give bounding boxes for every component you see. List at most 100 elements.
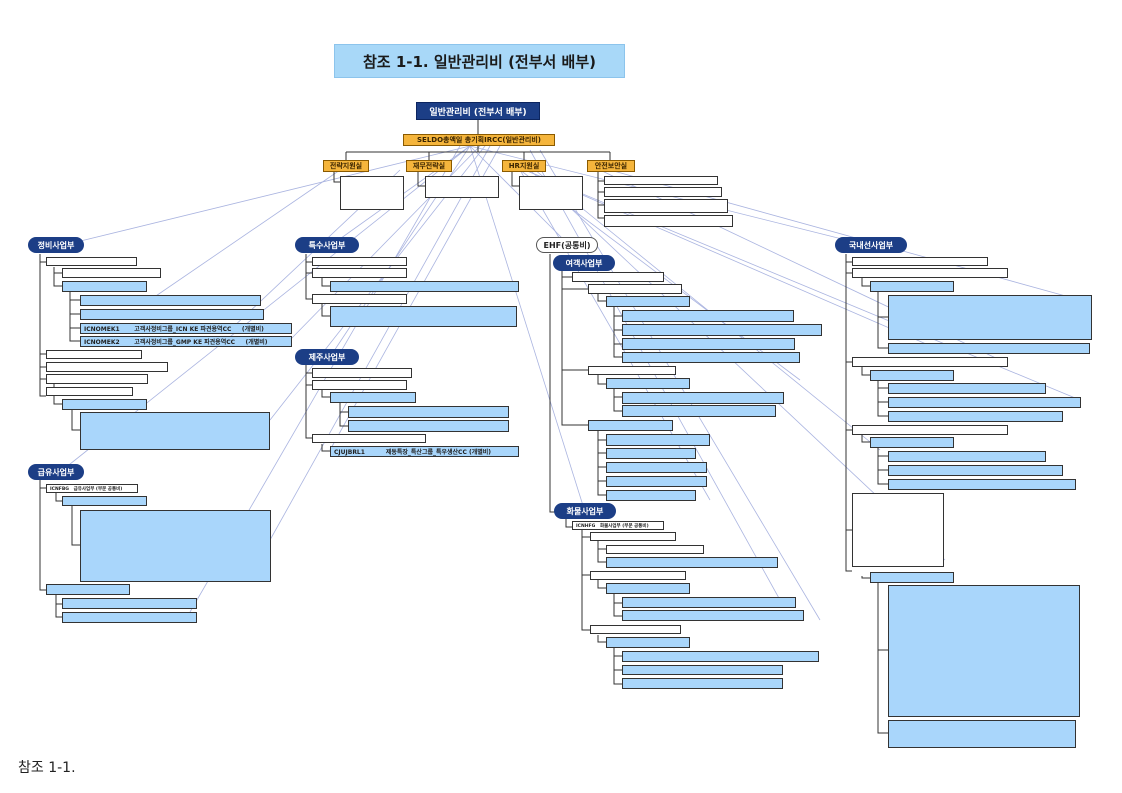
node-box <box>588 284 682 294</box>
node-box <box>622 392 784 404</box>
node-box <box>330 392 416 403</box>
node-box <box>62 496 147 506</box>
division-hwamul: 화물사업부 <box>554 503 616 519</box>
dept-box <box>604 215 733 227</box>
node-box <box>606 476 707 487</box>
seldo-node: SELDO총액일 총기획IRCC(일반관리비) <box>403 134 555 146</box>
node-box <box>80 295 261 306</box>
division-jeongbi: 정비사업부 <box>28 237 84 253</box>
node-box <box>606 448 696 459</box>
node-box <box>606 545 704 554</box>
node-box <box>852 257 988 266</box>
node-box <box>622 352 800 363</box>
node-box <box>348 420 509 432</box>
node-box <box>330 281 519 292</box>
node-box <box>888 465 1063 476</box>
node-box <box>312 434 426 443</box>
node-box <box>46 584 130 595</box>
dept-box <box>340 176 404 210</box>
dept-box <box>519 176 583 210</box>
node-box <box>852 357 1008 367</box>
node-box <box>46 374 148 384</box>
node-box <box>888 295 1092 340</box>
node-box <box>852 425 1008 435</box>
page-title: 참조 1-1. 일반관리비 (전부서 배부) <box>334 44 625 78</box>
node-box <box>870 437 954 448</box>
node-box <box>888 397 1081 408</box>
node-box <box>348 406 509 418</box>
node-box <box>606 637 690 648</box>
node-box <box>80 510 271 582</box>
node-box <box>46 257 137 266</box>
node-box <box>312 268 407 278</box>
node-box <box>590 532 676 541</box>
division-geumyu: 급유사업부 <box>28 464 84 480</box>
dept-hr: HR지원실 <box>502 160 546 172</box>
dept-box <box>604 187 722 197</box>
node-box <box>606 434 710 446</box>
node-box <box>888 451 1046 462</box>
node-box <box>46 362 168 372</box>
node-box <box>888 720 1076 748</box>
dept-box <box>604 199 728 213</box>
node-box <box>622 610 804 621</box>
node-box <box>62 281 147 292</box>
node-box <box>312 257 407 266</box>
node-box <box>606 583 690 594</box>
node-box <box>62 612 197 623</box>
node-box <box>312 380 407 390</box>
node-icnomek1: ICNOMEK1 고객사정비그룹_ICN KE 파견용역CC (개별비) <box>80 323 292 334</box>
node-box <box>888 585 1080 717</box>
node-box <box>46 387 133 396</box>
node-box <box>606 296 690 307</box>
division-teuksu: 특수사업부 <box>295 237 359 253</box>
node-box <box>606 378 690 389</box>
root-node: 일반관리비 (전부서 배부) <box>416 102 540 120</box>
node-cjujbrl1: CJUJBRL1 제동특장_특산그룹_특우생산CC (개별비) <box>330 446 519 457</box>
node-box <box>622 665 783 675</box>
node-box <box>606 462 707 473</box>
dept-box <box>425 176 499 198</box>
node-box <box>622 310 794 322</box>
node-box <box>622 678 783 689</box>
node-box <box>606 490 696 501</box>
division-jeju: 제주사업부 <box>295 349 359 365</box>
node-box <box>330 306 517 327</box>
division-yeogaek: 여객사업부 <box>553 255 615 271</box>
node-box <box>888 383 1046 394</box>
node-box <box>888 479 1076 490</box>
node-box <box>852 493 944 567</box>
node-box <box>590 571 686 580</box>
node-box <box>590 625 681 634</box>
node-box <box>888 411 1063 422</box>
division-ehf: EHF(공통비) <box>536 237 598 253</box>
dept-box <box>604 176 718 185</box>
node-box <box>572 272 664 282</box>
dept-finance: 재무전략실 <box>406 160 452 172</box>
node-box <box>588 366 676 375</box>
dept-strategy: 전략지원실 <box>323 160 369 172</box>
node-box <box>870 281 954 292</box>
figure-caption: 참조 1-1. <box>18 760 76 776</box>
node-box <box>606 557 778 568</box>
node-box <box>62 268 161 278</box>
node-icnhfg: ICNHFG 화물사업부 (부문 공통비) <box>572 521 664 530</box>
node-box <box>80 412 270 450</box>
node-box <box>870 370 954 381</box>
node-box <box>852 268 1008 278</box>
node-box <box>62 399 147 410</box>
node-icnfbg: ICNFBG 급유사업부 (부문 공통비) <box>46 484 138 493</box>
node-box <box>622 324 822 336</box>
dept-security: 안전보안실 <box>587 160 635 172</box>
node-icnomek2: ICNOMEK2 고객사정비그룹_GMP KE 파견용역CC (개별비) <box>80 336 292 347</box>
node-box <box>870 572 954 583</box>
node-box <box>622 651 819 662</box>
node-box <box>46 350 142 359</box>
node-box <box>622 338 795 350</box>
node-box <box>622 597 796 608</box>
node-box <box>622 405 776 417</box>
node-box <box>312 294 407 304</box>
node-box <box>62 598 197 609</box>
node-box <box>80 309 264 320</box>
division-gugnae: 국내선사업부 <box>835 237 907 253</box>
